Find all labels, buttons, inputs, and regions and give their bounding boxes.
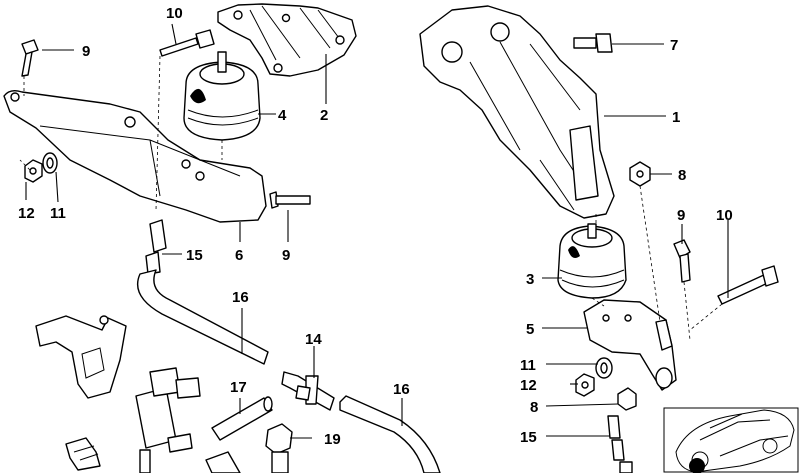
label-part-11-left: 11: [50, 205, 66, 222]
label-part-11-right: 11: [520, 357, 536, 374]
label-part-3: 3: [526, 271, 534, 288]
label-part-8-upper: 8: [678, 167, 686, 184]
label-part-7: 7: [670, 37, 678, 54]
label-part-9-right: 9: [677, 207, 685, 224]
valve-holder-bracket[interactable]: [35, 315, 127, 399]
engine-carrier-part-6[interactable]: [3, 89, 267, 223]
label-part-12-left: 12: [18, 205, 35, 222]
washer-part-11-right[interactable]: [595, 357, 613, 379]
label-part-16-left: 16: [232, 289, 249, 306]
label-part-2: 2: [320, 107, 328, 124]
nut-part-8-upper[interactable]: [629, 161, 651, 187]
clip-part[interactable]: [65, 437, 101, 471]
vacuum-hose-part-16-bottom[interactable]: [205, 395, 441, 473]
solenoid-valve[interactable]: [135, 367, 201, 453]
label-part-9-middle: 9: [282, 247, 290, 264]
bolt-part-9-right[interactable]: [673, 239, 691, 283]
pipe-part[interactable]: [139, 449, 151, 473]
label-part-9-top: 9: [82, 43, 90, 60]
label-part-6: 6: [235, 247, 243, 264]
label-part-8-lower: 8: [530, 399, 538, 416]
label-part-17: 17: [230, 379, 247, 396]
label-part-4: 4: [278, 107, 287, 124]
mount-bracket-part-5[interactable]: [583, 299, 677, 391]
vacuum-hose-part-16-left[interactable]: [136, 269, 269, 365]
washer-part-11-left[interactable]: [42, 152, 58, 174]
label-part-12-right: 12: [520, 377, 537, 394]
location-marker: [689, 458, 705, 473]
leader-lines: [25, 23, 729, 439]
rubber-mount-part-4[interactable]: [183, 51, 261, 141]
nut-part-12-right[interactable]: [575, 373, 595, 397]
bolt-part-9-middle[interactable]: [269, 191, 311, 209]
nut-part-8-lower[interactable]: [617, 387, 637, 411]
nut-part-12-left[interactable]: [24, 159, 43, 183]
label-part-16-bottom: 16: [393, 381, 410, 398]
fitting-part-19[interactable]: [265, 423, 293, 473]
label-part-1: 1: [672, 109, 680, 126]
label-part-15-right: 15: [520, 429, 537, 446]
rubber-mount-part-3[interactable]: [557, 223, 627, 299]
bolt-part-9-top[interactable]: [21, 39, 39, 77]
label-part-19: 19: [324, 431, 341, 448]
label-part-5: 5: [526, 321, 534, 338]
label-part-14: 14: [305, 331, 322, 348]
bolt-part-10-left[interactable]: [159, 29, 215, 57]
connector-part-15-left[interactable]: [145, 219, 167, 275]
engine-bracket-part-1[interactable]: [419, 5, 615, 219]
label-part-10-right: 10: [716, 207, 733, 224]
bolt-part-7[interactable]: [573, 33, 613, 53]
label-part-15-left: 15: [186, 247, 203, 264]
connector-part-15-right[interactable]: [607, 415, 633, 473]
t-connector-part-14[interactable]: [281, 371, 335, 411]
hose-part-17[interactable]: [211, 396, 273, 441]
bolt-part-10-right[interactable]: [717, 265, 779, 305]
engine-bracket-part-2[interactable]: [217, 3, 357, 77]
label-part-10-left: 10: [166, 5, 183, 22]
car-location-thumbnail: [663, 407, 799, 473]
